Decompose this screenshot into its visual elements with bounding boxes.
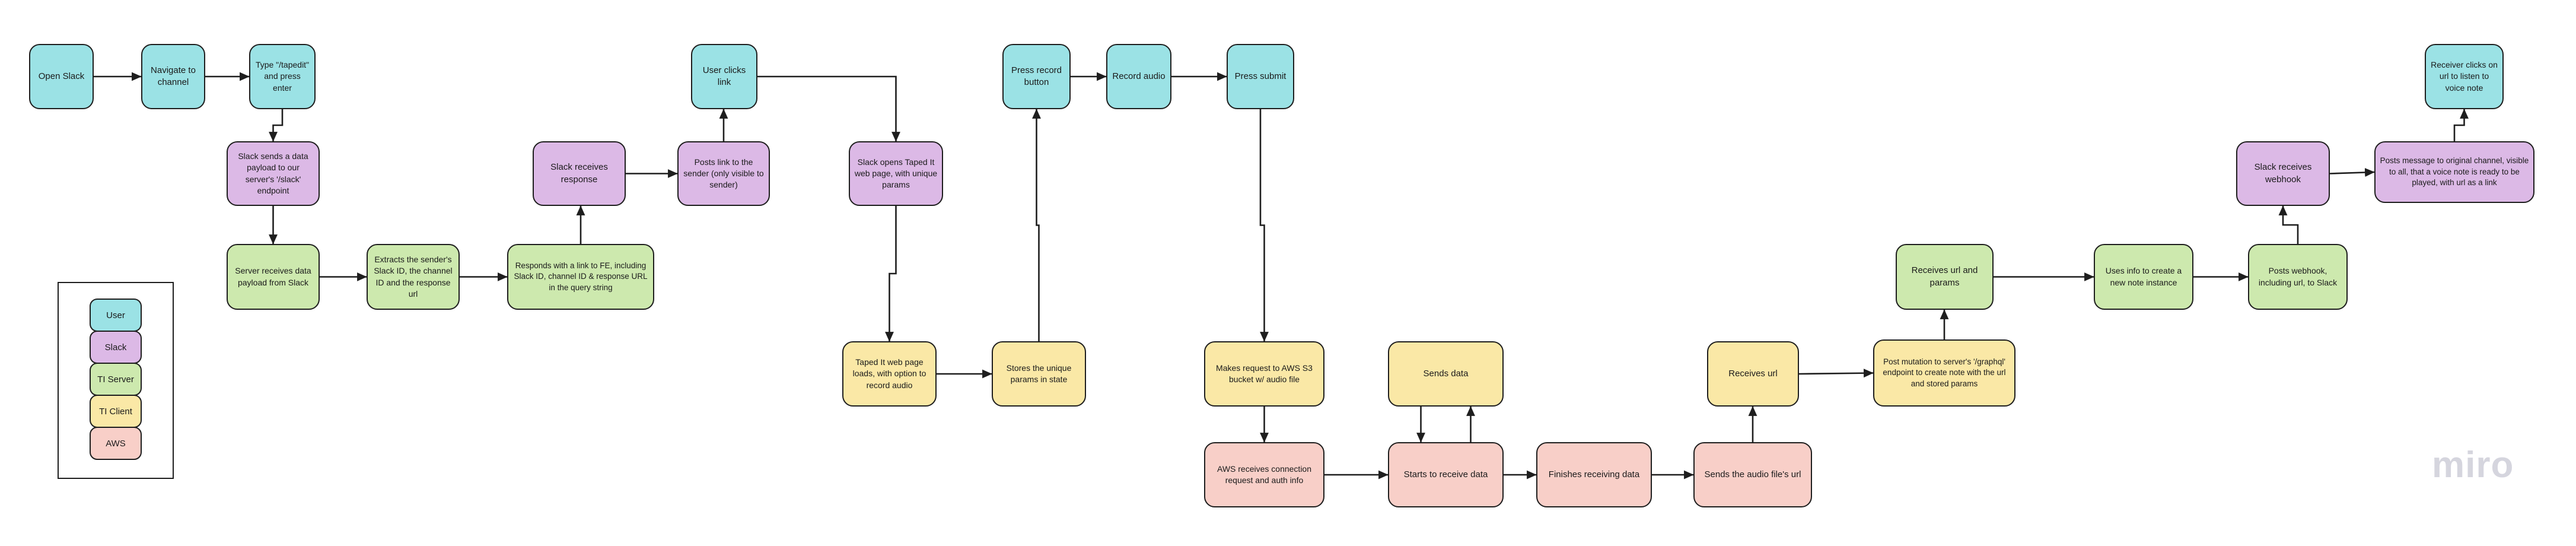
legend-item-label: TI Client (99, 406, 132, 417)
legend-item-label: TI Server (97, 374, 134, 385)
legend-item-label: User (106, 310, 125, 320)
flow-node-sends-audio-url[interactable]: Sends the audio file's url (1693, 442, 1812, 507)
legend-frame[interactable]: User Slack TI Server TI Client AWS (58, 282, 174, 479)
flow-node-starts-receive-data[interactable]: Starts to receive data (1388, 442, 1504, 507)
flow-node-posts-message-channel[interactable]: Posts message to original channel, visib… (2374, 141, 2534, 203)
flow-node-slack-sends-payload[interactable]: Slack sends a data payload to our server… (227, 141, 320, 206)
connector-posts-webhook-to-slack-receives-webhook[interactable] (2278, 205, 2299, 244)
flow-node-posts-link-to-sender[interactable]: Posts link to the sender (only visible t… (677, 141, 770, 206)
connector-type-tapedit-to-slack-sends-payload[interactable] (269, 109, 284, 142)
flow-node-finishes-receiving[interactable]: Finishes receiving data (1536, 442, 1652, 507)
legend-item-slack[interactable]: Slack (90, 331, 142, 364)
legend-item-label: Slack (104, 342, 127, 353)
flow-node-responds-with-link[interactable]: Responds with a link to FE, including Sl… (507, 244, 654, 310)
flow-node-posts-webhook[interactable]: Posts webhook, including url, to Slack (2248, 244, 2348, 310)
flow-node-slack-receives-webhook[interactable]: Slack receives webhook (2236, 141, 2330, 206)
legend-item-user[interactable]: User (90, 299, 142, 332)
legend-item-ti-client[interactable]: TI Client (90, 395, 142, 428)
flow-node-taped-it-loads[interactable]: Taped It web page loads, with option to … (842, 341, 937, 407)
connector-user-clicks-link-to-slack-opens-webpage[interactable] (757, 75, 900, 142)
flow-node-receives-url-params[interactable]: Receives url and params (1896, 244, 1994, 310)
connector-receives-url-to-post-mutation[interactable] (1798, 369, 1874, 378)
flow-node-press-record[interactable]: Press record button (1002, 44, 1071, 109)
connector-slack-receives-webhook-to-posts-message-channel[interactable] (2329, 168, 2375, 177)
legend-item-aws[interactable]: AWS (90, 427, 142, 460)
flow-node-navigate-channel[interactable]: Navigate to channel (141, 44, 205, 109)
flow-node-receives-url[interactable]: Receives url (1707, 341, 1799, 407)
flow-node-extracts-ids[interactable]: Extracts the sender's Slack ID, the chan… (367, 244, 460, 310)
flow-node-press-submit[interactable]: Press submit (1227, 44, 1294, 109)
flow-node-uses-info-create-note[interactable]: Uses info to create a new note instance (2094, 244, 2193, 310)
flow-node-record-audio[interactable]: Record audio (1106, 44, 1171, 109)
miro-logo-watermark: miro (2432, 445, 2514, 485)
legend-item-ti-server[interactable]: TI Server (90, 363, 142, 396)
connector-press-submit-to-makes-s3-request[interactable] (1259, 109, 1269, 342)
flow-node-receiver-clicks-url[interactable]: Receiver clicks on url to listen to voic… (2425, 44, 2504, 109)
flow-node-post-mutation[interactable]: Post mutation to server's '/graphql' end… (1873, 339, 2015, 407)
flow-node-user-clicks-link[interactable]: User clicks link (691, 44, 757, 109)
flow-node-makes-s3-request[interactable]: Makes request to AWS S3 bucket w/ audio … (1204, 341, 1324, 407)
connector-stores-params-to-press-record[interactable] (1032, 109, 1041, 341)
flow-node-sends-data[interactable]: Sends data (1388, 341, 1504, 407)
legend-item-label: AWS (106, 438, 126, 449)
flow-node-slack-opens-webpage[interactable]: Slack opens Taped It web page, with uniq… (849, 141, 943, 206)
connector-slack-opens-webpage-to-taped-it-loads[interactable] (885, 206, 897, 342)
connector-posts-message-channel-to-receiver-clicks-url[interactable] (2453, 109, 2469, 141)
flow-node-aws-receives-connection[interactable]: AWS receives connection request and auth… (1204, 442, 1324, 507)
flow-node-slack-receives-response[interactable]: Slack receives response (533, 141, 626, 206)
flow-node-open-slack[interactable]: Open Slack (29, 44, 94, 109)
flow-node-server-receives-payload[interactable]: Server receives data payload from Slack (227, 244, 320, 310)
flow-node-type-tapedit[interactable]: Type "/tapedit" and press enter (249, 44, 316, 109)
flow-node-stores-params[interactable]: Stores the unique params in state (992, 341, 1086, 407)
